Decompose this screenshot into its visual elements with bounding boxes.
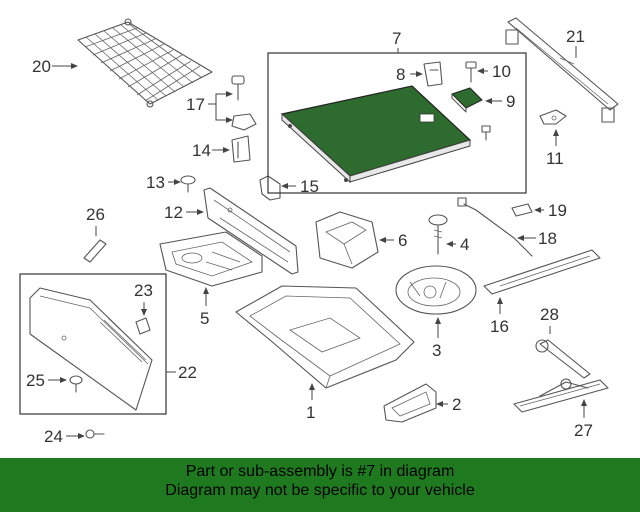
part-26-pad[interactable] <box>83 239 107 263</box>
callout-27: 27 <box>574 421 593 440</box>
callout-26: 26 <box>86 205 105 224</box>
part-18-cable[interactable] <box>457 197 533 257</box>
callout-7: 7 <box>392 29 401 48</box>
callout-16: 16 <box>490 317 509 336</box>
callout-10: 10 <box>492 62 511 81</box>
callout-21: 21 <box>566 27 585 46</box>
part-13-push-clip[interactable] <box>180 175 196 193</box>
part-4-bolt[interactable] <box>428 214 448 255</box>
part-17-fasteners[interactable] <box>231 75 257 131</box>
callout-3: 3 <box>432 341 441 360</box>
callout-4: 4 <box>460 235 469 254</box>
callout-20: 20 <box>32 57 51 76</box>
part-25-clip[interactable] <box>69 375 83 393</box>
part-22-sill-panel[interactable] <box>29 287 153 411</box>
part-9-handle[interactable] <box>451 87 483 113</box>
part-24-screw[interactable] <box>85 429 105 439</box>
callout-17: 17 <box>186 95 205 114</box>
part-10-bolt[interactable] <box>465 61 477 83</box>
part-5-tool-tray[interactable] <box>159 231 263 287</box>
part-22-box <box>19 273 167 415</box>
part-28-lug-wrench[interactable] <box>535 339 591 379</box>
callout-5: 5 <box>200 309 209 328</box>
callout-9: 9 <box>506 92 515 111</box>
part-3-wheel-insert[interactable] <box>395 265 477 315</box>
part-1-storage-tub[interactable] <box>235 285 415 389</box>
banner-line-2: Diagram may not be specific to your vehi… <box>165 482 475 499</box>
banner-line-1: Part or sub-assembly is #7 in diagram <box>185 463 455 480</box>
callout-13: 13 <box>146 173 165 192</box>
callout-24: 24 <box>44 427 63 446</box>
part-16-sill-strip[interactable] <box>483 249 601 295</box>
part-15-bracket[interactable] <box>259 175 281 201</box>
callout-19: 19 <box>548 201 567 220</box>
part-19-clip[interactable] <box>511 203 533 217</box>
part-11-bracket[interactable] <box>539 109 567 125</box>
callout-28: 28 <box>540 305 559 324</box>
part-23-clip[interactable] <box>135 317 151 335</box>
info-banner: Part or sub-assembly is #7 in diagram Di… <box>0 458 640 512</box>
callout-2: 2 <box>452 395 461 414</box>
callout-8: 8 <box>396 65 405 84</box>
callout-6: 6 <box>398 231 407 250</box>
part-7-screw <box>481 125 491 141</box>
part-7-load-floor[interactable] <box>280 85 472 184</box>
part-6-foam-insert[interactable] <box>315 211 379 269</box>
callout-12: 12 <box>164 203 183 222</box>
part-21-cross-bar[interactable] <box>505 17 619 123</box>
callout-23: 23 <box>134 281 153 300</box>
callout-14: 14 <box>192 141 211 160</box>
part-7-box <box>267 52 527 194</box>
callout-25: 25 <box>26 371 45 390</box>
part-12-side-trim[interactable] <box>203 187 299 275</box>
callout-11: 11 <box>546 149 564 168</box>
part-14-clip[interactable] <box>231 135 251 163</box>
part-2-small-tray[interactable] <box>383 383 437 423</box>
part-20-cargo-net[interactable] <box>77 18 213 108</box>
parts-diagram: 20 17 14 13 12 15 26 <box>19 17 619 446</box>
part-27-jack[interactable] <box>513 378 609 413</box>
callout-15: 15 <box>300 177 319 196</box>
callout-1: 1 <box>306 403 315 422</box>
callout-18: 18 <box>538 229 557 248</box>
part-8-bracket[interactable] <box>423 61 443 87</box>
callout-22: 22 <box>178 363 197 382</box>
